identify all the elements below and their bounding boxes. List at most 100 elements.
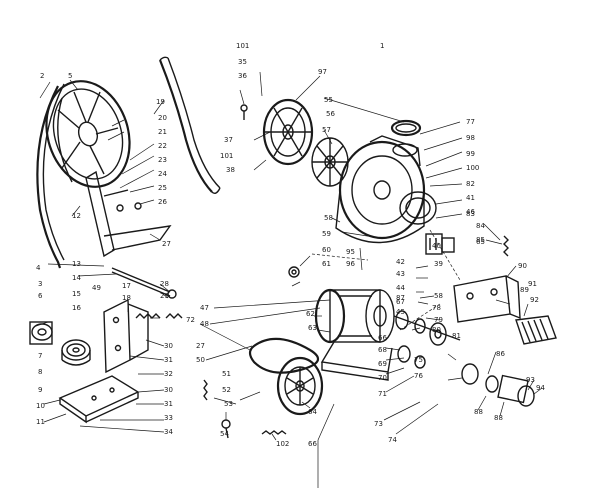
callout-94: 94 [536,384,545,392]
callout-5: 5 [68,72,72,80]
callout-47: 47 [200,304,209,312]
callout-38: 38 [226,166,235,174]
callout-19: 19 [156,98,165,106]
callout-64: 64 [308,408,317,416]
callout-15: 15 [72,290,81,298]
callout-20: 20 [158,114,167,122]
callout-98: 98 [466,134,475,142]
callout-75: 75 [414,356,423,364]
callout-101-a: 101 [236,42,249,50]
callout-11: 11 [36,418,45,426]
callout-28: 28 [160,280,169,288]
callout-52: 52 [222,386,231,394]
callout-74: 74 [388,436,397,444]
callout-99: 99 [466,150,475,158]
callout-13: 13 [72,260,81,268]
callout-90: 90 [518,262,527,270]
callout-71: 71 [378,390,387,398]
callout-44: 44 [396,284,405,292]
callout-53: 53 [224,400,233,408]
leader-lines [35,71,543,488]
blower-housing [335,135,426,244]
callout-41: 41 [466,194,475,202]
driven-pulley [276,356,324,416]
callout-9: 9 [38,386,42,394]
double-pulley [61,339,91,366]
callout-6: 6 [38,292,43,300]
mounting-bracket-plate [103,298,149,374]
long-drive-belt [36,83,65,269]
switch-bracket [453,275,521,323]
callout-14: 14 [72,274,81,282]
callout-22: 22 [158,142,167,150]
callout-26: 26 [158,198,167,206]
callout-58-b: 58 [434,292,443,300]
v-belt [248,337,320,374]
callout-101-b: 101 [220,152,233,160]
callout-4: 4 [36,264,41,272]
callout-70: 70 [378,374,387,382]
callout-77: 77 [466,118,475,126]
callout-67: 67 [396,298,405,306]
fan-impeller [311,137,349,187]
callout-7: 7 [38,352,42,360]
callout-55: 55 [324,96,333,104]
callout-42: 42 [396,258,405,266]
callout-84: 84 [476,222,485,230]
callout-46: 46 [466,208,475,216]
callout-79: 79 [434,316,443,324]
gear-housing-left [29,321,53,345]
callout-17: 17 [122,282,131,290]
callout-92: 92 [530,296,539,304]
callout-30-a: 30 [164,342,173,350]
tension-spring-left [135,313,183,319]
callout-81: 81 [452,332,461,340]
callout-27-upper: 27 [162,240,171,248]
callout-labels: 1 2 3 4 5 6 7 8 9 10 11 12 13 14 15 16 1… [36,42,545,448]
callout-88-b: 88 [494,414,503,422]
callout-49: 49 [92,284,101,292]
screw-small-1 [240,104,248,120]
callout-1: 1 [380,42,384,50]
callout-37: 37 [224,136,233,144]
callout-16: 16 [72,304,81,312]
callout-95: 95 [346,248,355,256]
callout-31-a: 31 [164,356,173,364]
callout-32: 32 [164,370,173,378]
callout-78: 78 [432,304,441,312]
callout-97: 97 [318,68,327,76]
callout-40: 40 [432,242,441,250]
callout-24: 24 [158,170,167,178]
callout-82: 82 [466,180,475,188]
callout-18: 18 [122,294,131,302]
callout-100: 100 [466,164,479,172]
callout-56: 56 [326,110,335,118]
end-plate [399,191,437,225]
callout-8: 8 [38,368,42,376]
callout-45: 45 [396,308,405,316]
motor-shaft-assembly [393,310,461,369]
callout-25: 25 [158,184,167,192]
spring-upper-right [503,235,509,257]
callout-34: 34 [164,428,173,436]
callout-86: 86 [496,350,505,358]
callout-58-a: 58 [324,214,333,222]
base-plate [58,375,140,424]
callout-39: 39 [434,260,443,268]
callout-62: 62 [306,310,315,318]
callout-27-lower: 27 [196,342,205,350]
callout-36: 36 [238,72,247,80]
curved-belt-strap [158,56,221,195]
callout-3: 3 [38,280,42,288]
callout-51: 51 [222,370,231,378]
callout-73: 73 [374,420,383,428]
callout-93: 93 [526,376,535,384]
callout-29: 29 [160,292,169,300]
callout-89: 89 [520,286,529,294]
callout-68: 68 [378,346,387,354]
callout-83: 83 [466,210,475,218]
callout-59: 59 [322,230,331,238]
callout-72: 72 [186,316,195,324]
cover-disk [262,98,314,166]
